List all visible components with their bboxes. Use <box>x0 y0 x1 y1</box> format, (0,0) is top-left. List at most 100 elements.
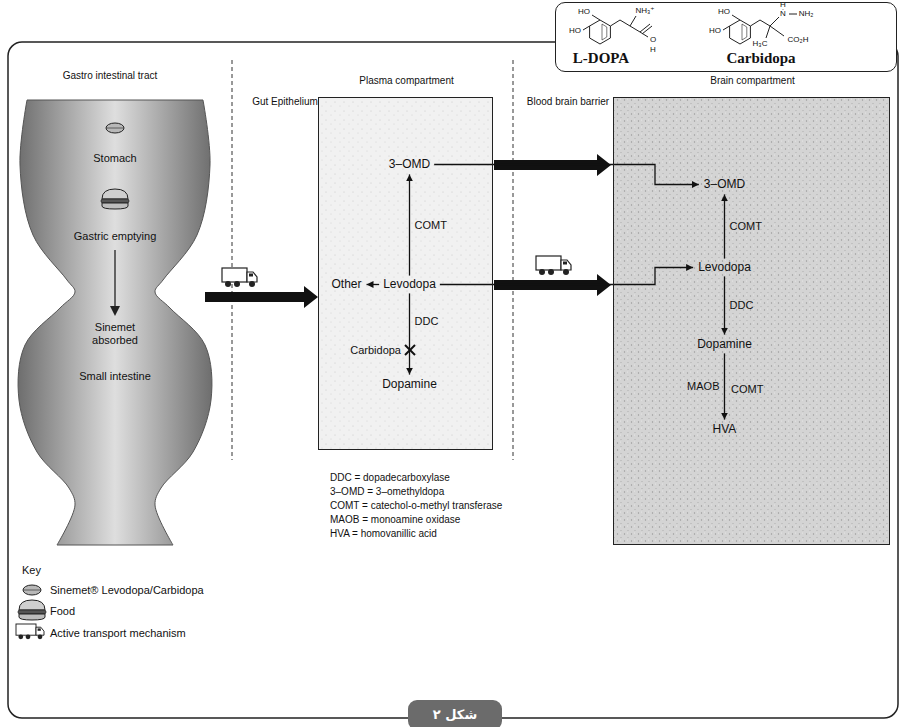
metabolite-name: Dopamine <box>382 378 437 392</box>
caption-pill <box>408 700 502 727</box>
legend-entry: Food <box>50 605 75 617</box>
legend-entry: Sinemet® Levodopa/Carbidopa <box>50 584 204 596</box>
atom-label: HO <box>709 26 721 35</box>
metabolite-node: Dopamine <box>694 337 755 353</box>
structure-box: L-DOPACarbidopa <box>555 2 897 72</box>
compartment-heading: Plasma compartment <box>359 75 453 87</box>
key-heading: Key <box>22 564 41 577</box>
boundary-label: Blood brain barrier <box>527 96 609 108</box>
metabolite-node: 3–OMD <box>701 177 748 193</box>
flow-arrow <box>724 276 725 334</box>
flow-arrow <box>409 174 410 275</box>
atom-label: H <box>650 45 656 54</box>
illustration <box>16 624 44 639</box>
chemical-structure <box>630 26 640 32</box>
atom-label: H₃C <box>753 39 768 48</box>
legend-text: Sinemet® Levodopa/Carbidopa <box>50 584 204 596</box>
compound-name: L-DOPA <box>573 50 629 67</box>
chemical-structure <box>583 9 797 44</box>
figure-caption: شکل ۲ <box>433 707 477 722</box>
divider-line <box>513 60 514 460</box>
chemical-structure <box>742 24 747 40</box>
chemical-structure <box>590 20 611 44</box>
metabolite-name: Dopamine <box>697 338 752 352</box>
chemical-structure <box>602 24 607 40</box>
structure-box-ground <box>555 2 897 72</box>
enzyme-label: MAOB <box>687 380 719 393</box>
atom-label: O <box>650 35 656 44</box>
flow-arrow <box>724 194 725 258</box>
metabolite-name: Levodopa <box>698 261 751 275</box>
atom-label: HO <box>578 7 590 16</box>
boundary-label: Gut Epithelium <box>252 96 318 108</box>
metabolite-name: HVA <box>713 423 737 437</box>
column-heading: Gastro intestinal tract <box>63 70 157 82</box>
legend-text: Food <box>50 605 75 617</box>
transport-arrow <box>205 286 318 308</box>
inhibitor-label: Carbidopa <box>350 344 401 357</box>
process-label: Sinemet absorbed <box>80 321 150 346</box>
chemical-structure <box>723 26 730 30</box>
metabolite-node: Levodopa <box>380 277 439 293</box>
atom-label: CO₂H <box>788 35 809 44</box>
illustration <box>222 268 257 287</box>
enzyme-label: DDC <box>415 315 439 328</box>
metabolite-node: Levodopa <box>695 260 754 276</box>
organ-label: Small intestine <box>79 370 151 383</box>
flow-arrow <box>367 284 380 285</box>
chemical-structure <box>730 20 751 44</box>
metabolite-name: 3–OMD <box>389 158 430 172</box>
illustration <box>106 123 124 133</box>
abbreviation-note: DDC = dopadecarboxylase <box>330 472 450 484</box>
abbreviation-note: MAOB = monoamine oxidase <box>330 514 460 526</box>
process-label: Gastric emptying <box>74 230 157 243</box>
compartment-heading: Brain compartment <box>710 75 794 87</box>
figure-frame <box>8 42 898 718</box>
metabolite-node: HVA <box>710 422 740 438</box>
enzyme-label: COMT <box>415 219 447 232</box>
metabolite-node: Other <box>328 277 364 293</box>
legend-text: Active transport mechanism <box>50 627 186 639</box>
abbreviation-note: COMT = catechol-o-methyl transferase <box>330 500 502 512</box>
chemical-structure <box>640 24 650 32</box>
atom-label: N <box>780 9 786 18</box>
chemical-structure <box>592 15 600 20</box>
organ-label: Stomach <box>93 152 136 165</box>
chemical-structure <box>789 14 797 15</box>
chemical-structure <box>770 26 784 36</box>
flow-arrow <box>724 353 725 419</box>
atom-label: HO <box>569 26 581 35</box>
gut-illustration <box>18 100 212 545</box>
chemical-structure <box>630 16 636 26</box>
emptying-arrow <box>110 306 120 316</box>
atom-label: NH₂ <box>799 9 814 18</box>
emptying-arrow <box>114 250 115 310</box>
flow-arrow <box>440 267 693 284</box>
atom-label: HO <box>718 7 730 16</box>
chemical-structure <box>640 32 648 37</box>
chemical-structure <box>750 20 770 26</box>
enzyme-label: DDC <box>730 299 754 312</box>
divider-line <box>232 60 233 460</box>
illustration <box>101 189 129 209</box>
plasma-ground <box>318 97 493 450</box>
chemical-structure <box>770 17 779 26</box>
compartment-box: 3–OMDLevodopaDopamineHVABrain compartmen… <box>613 97 890 545</box>
flow-arrow <box>409 293 410 374</box>
chemical-structure <box>732 15 740 20</box>
metabolite-node: Dopamine <box>379 377 440 393</box>
emptying-arrow <box>110 250 120 316</box>
flow-arrow <box>434 164 699 184</box>
enzyme-label: COMT <box>730 220 762 233</box>
metabolite-name: Levodopa <box>383 278 436 292</box>
chemical-structure <box>766 26 770 38</box>
enzyme-label: COMT <box>731 383 763 396</box>
abbreviation-note: 3–OMD = 3–omethyldopa <box>330 486 444 498</box>
metabolite-node: 3–OMD <box>386 157 433 173</box>
illustration <box>536 256 571 275</box>
illustration <box>18 600 46 620</box>
